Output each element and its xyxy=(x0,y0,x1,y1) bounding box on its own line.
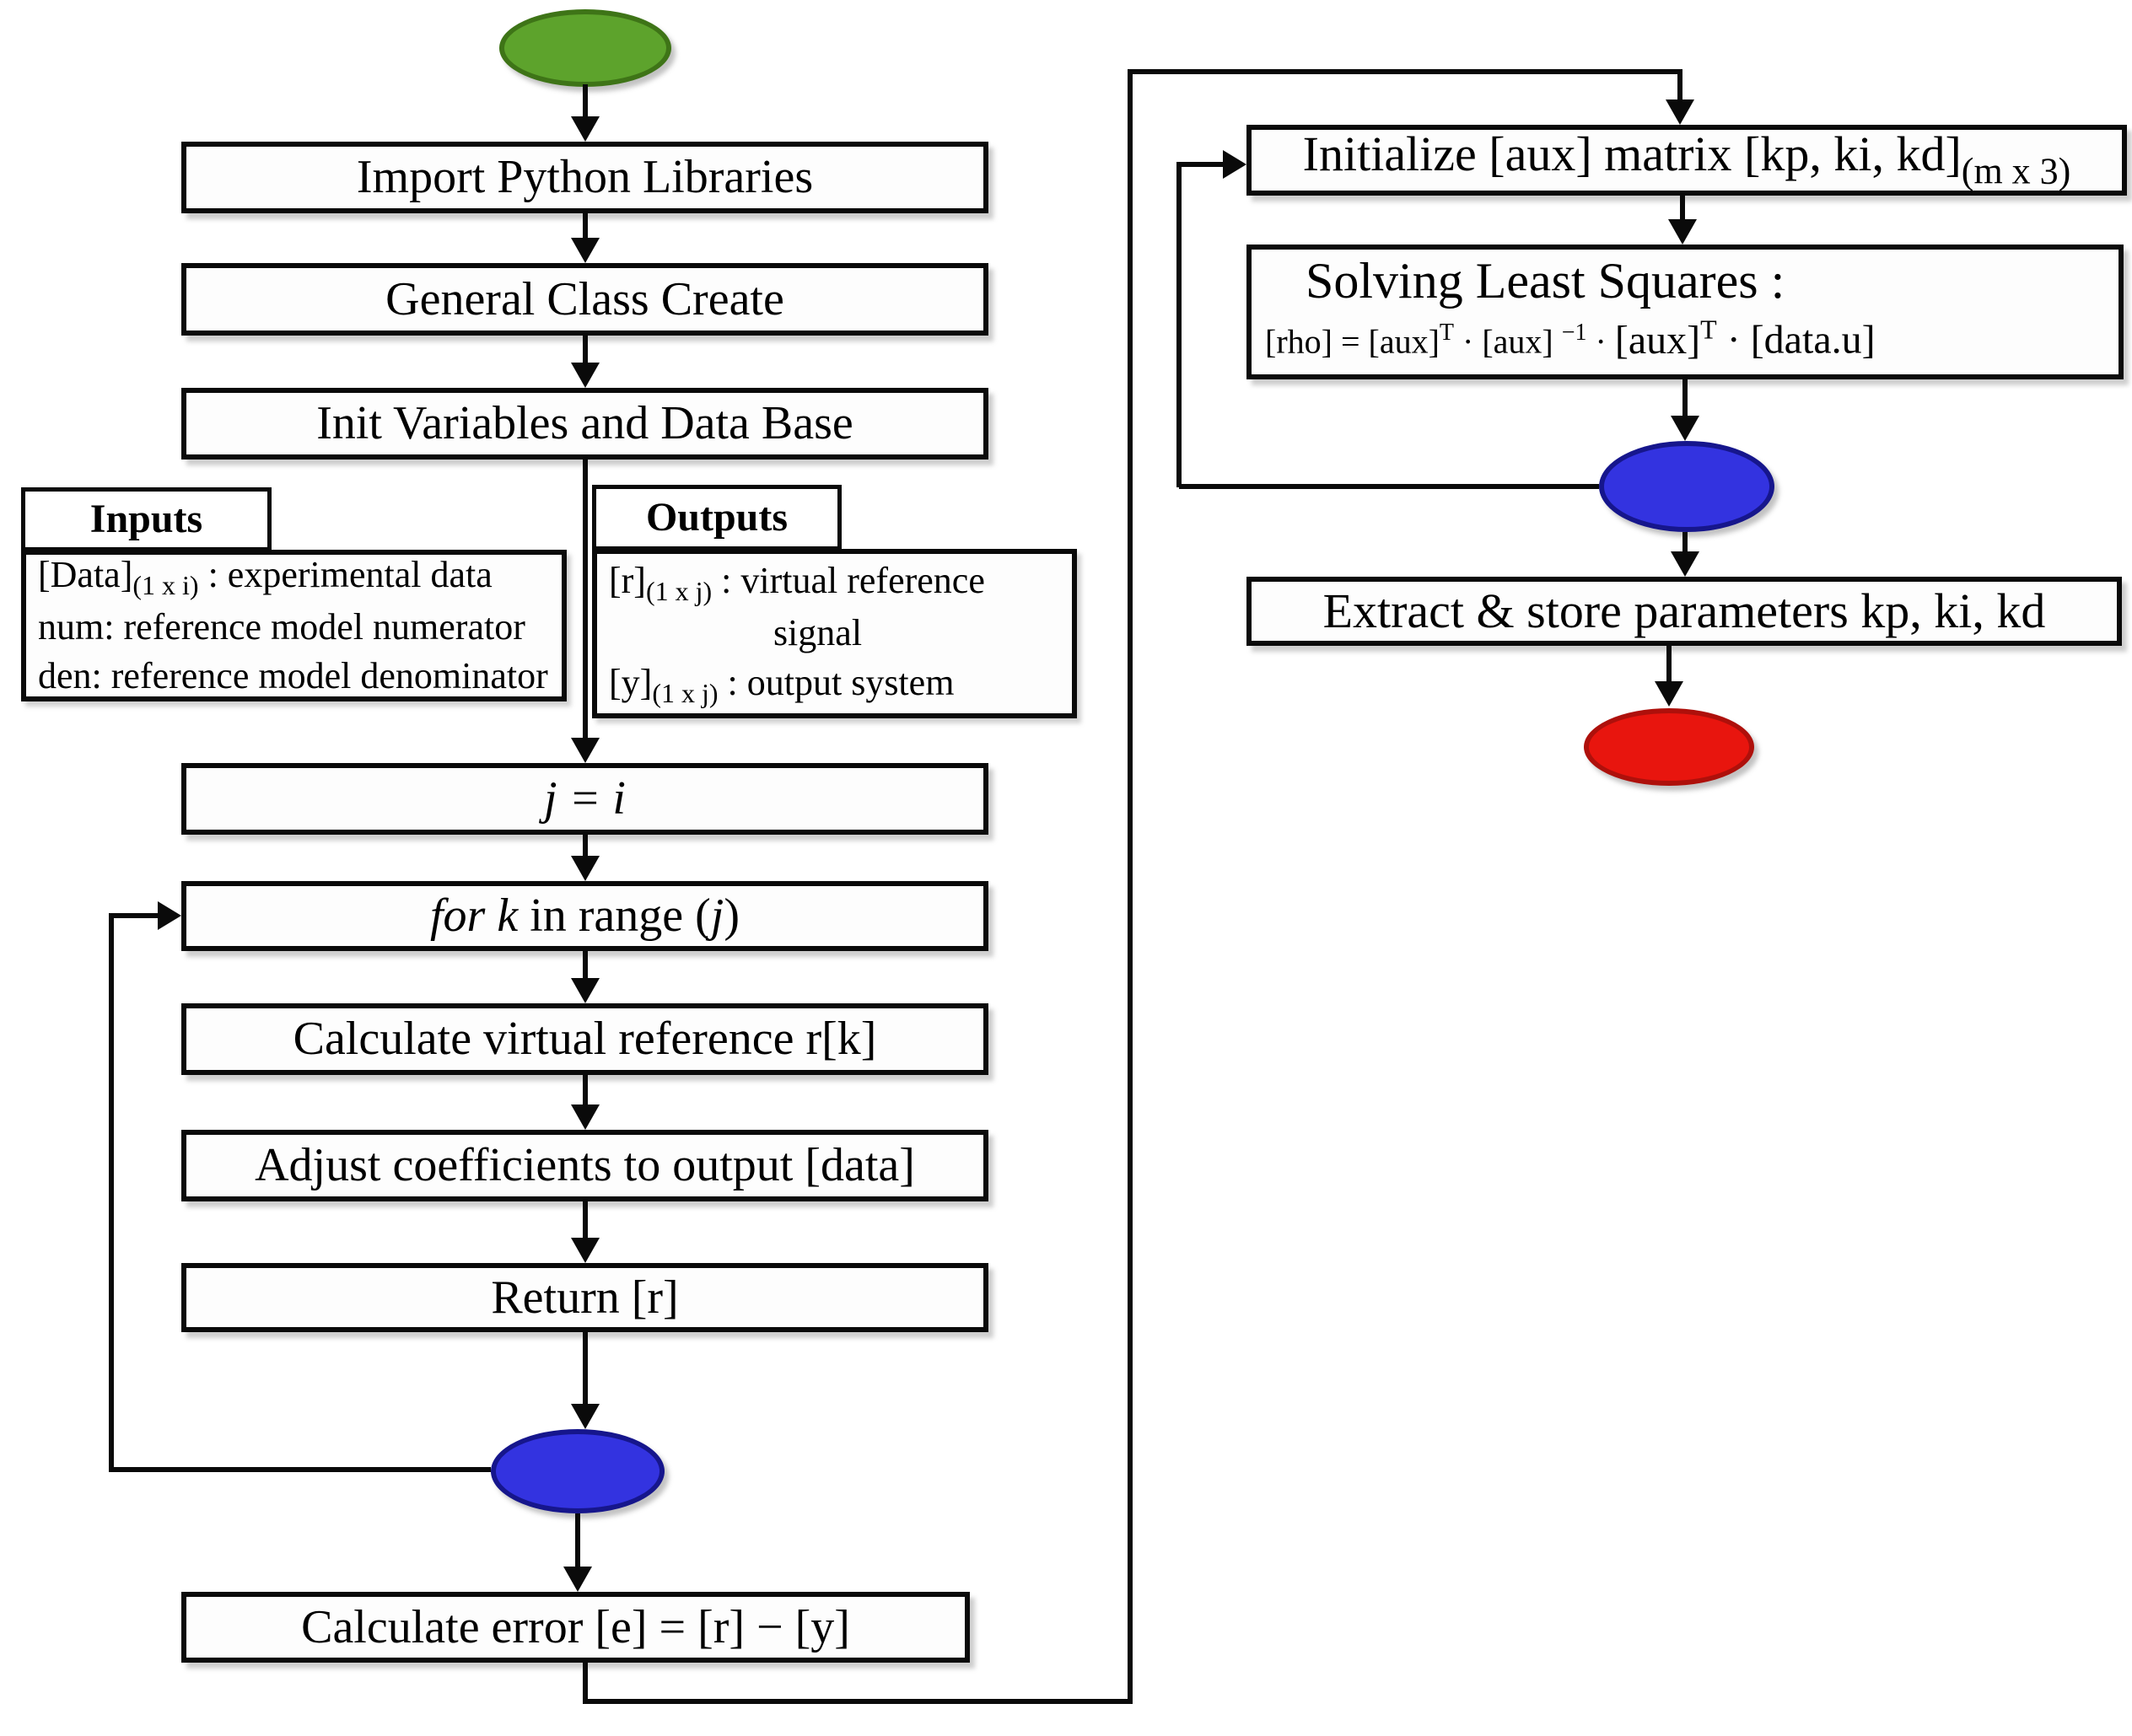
node-label: Import Python Libraries xyxy=(356,151,814,204)
connector-solving-to-loopright xyxy=(1682,379,1688,419)
arrowhead-down-icon xyxy=(1671,416,1699,441)
node-label: Init Variables and Data Base xyxy=(316,397,853,450)
connector-into-initialize xyxy=(1677,69,1682,103)
node-label: for k in range (j) xyxy=(429,889,740,943)
node-title: Solving Least Squares : xyxy=(1306,253,1785,309)
connector-return-to-loopleft xyxy=(583,1332,588,1407)
connector-adjust-to-return xyxy=(583,1201,588,1241)
connector-calcerror-down xyxy=(583,1663,588,1704)
outputs-body: [r](1 x j) : virtual reference signal [y… xyxy=(592,549,1077,718)
arrowhead-down-icon xyxy=(571,1404,600,1429)
outputs-line-signal: signal xyxy=(773,612,863,654)
least-squares-formula: [rho] = [aux]T · [aux] −1 · [aux]T · [da… xyxy=(1265,314,1876,363)
arrowhead-down-icon xyxy=(1671,551,1699,577)
connector-loopleft-to-calcerror xyxy=(575,1513,580,1570)
connector-general-to-init xyxy=(583,336,588,364)
connector-forloop-to-calcref xyxy=(583,951,588,981)
loopback-right-horizontal-top xyxy=(1179,162,1223,167)
node-calculate-error: Calculate error [e] = [r] − [y] xyxy=(181,1592,970,1663)
node-label: Adjust coefficients to output [data] xyxy=(255,1139,915,1192)
node-extract-store-parameters: Extract & store parameters kp, ki, kd xyxy=(1246,577,2122,646)
arrowhead-down-icon xyxy=(571,1238,600,1263)
arrowhead-down-icon xyxy=(1655,681,1683,707)
inputs-line-num: num: reference model numerator xyxy=(38,606,525,648)
arrowhead-down-icon xyxy=(571,856,600,881)
node-import-python-libraries: Import Python Libraries xyxy=(181,142,988,213)
loop-connector-left xyxy=(491,1429,665,1513)
loopback-left-vertical xyxy=(109,913,114,1472)
arrowhead-right-icon xyxy=(1223,150,1246,179)
loopback-left-horizontal-top xyxy=(111,913,158,918)
arrowhead-down-icon xyxy=(1668,219,1697,245)
node-label: Calculate virtual reference r[k] xyxy=(293,1013,877,1066)
node-label: j = i xyxy=(544,772,626,825)
connector-extract-to-end xyxy=(1666,646,1672,685)
loopback-right-horizontal-bottom xyxy=(1179,484,1599,489)
arrowhead-down-icon xyxy=(571,238,600,263)
node-label: General Class Create xyxy=(385,272,784,325)
inputs-line-data: [Data](1 x i) : experimental data xyxy=(38,553,493,600)
node-label: Calculate error [e] = [r] − [y] xyxy=(301,1600,850,1653)
loop-connector-right xyxy=(1599,441,1774,532)
node-for-loop: for k in range (j) xyxy=(181,881,988,951)
outputs-line-y: [y](1 x j) : output system xyxy=(609,661,955,708)
arrowhead-right-icon xyxy=(158,901,181,930)
node-return-r: Return [r] xyxy=(181,1263,988,1332)
arrowhead-down-icon xyxy=(563,1567,592,1592)
outputs-line-r: [r](1 x j) : virtual reference xyxy=(609,560,985,607)
node-adjust-coefficients: Adjust coefficients to output [data] xyxy=(181,1130,988,1201)
outputs-tab: Outputs xyxy=(592,485,842,551)
arrowhead-down-icon xyxy=(571,116,600,142)
node-solving-least-squares: Solving Least Squares : [rho] = [aux]T ·… xyxy=(1246,245,2124,379)
connector-initialize-to-solving xyxy=(1680,196,1685,223)
inputs-body: [Data](1 x i) : experimental data num: r… xyxy=(21,550,567,701)
node-general-class-create: General Class Create xyxy=(181,263,988,336)
connector-jequalsi-to-forloop xyxy=(583,835,588,859)
connector-start-to-import xyxy=(583,84,588,120)
inputs-title: Inputs xyxy=(89,496,203,541)
loopback-right-vertical xyxy=(1176,162,1182,487)
connector-top-horizontal xyxy=(1128,69,1680,74)
arrowhead-down-icon xyxy=(1666,99,1694,125)
node-label: Initialize [aux] matrix [kp, ki, kd](m x… xyxy=(1302,126,2071,192)
arrowhead-down-icon xyxy=(571,738,600,763)
arrowhead-down-icon xyxy=(571,363,600,388)
node-calc-virtual-reference: Calculate virtual reference r[k] xyxy=(181,1003,988,1075)
arrowhead-down-icon xyxy=(571,1104,600,1130)
inputs-line-den: den: reference model denominator xyxy=(38,655,548,697)
connector-calcref-to-adjust xyxy=(583,1075,588,1108)
outputs-title: Outputs xyxy=(645,494,789,540)
connector-bottom-horizontal xyxy=(583,1699,1133,1704)
node-label: Return [r] xyxy=(491,1271,679,1324)
node-init-variables-database: Init Variables and Data Base xyxy=(181,388,988,460)
node-label: Extract & store parameters kp, ki, kd xyxy=(1322,583,2046,638)
inputs-tab: Inputs xyxy=(21,487,272,551)
connector-import-to-general xyxy=(583,213,588,241)
loopback-left-horizontal-bottom xyxy=(111,1467,491,1472)
node-initialize-aux-matrix: Initialize [aux] matrix [kp, ki, kd](m x… xyxy=(1246,125,2127,196)
arrowhead-down-icon xyxy=(571,978,600,1003)
connector-init-to-jequalsi xyxy=(583,460,588,741)
node-j-equals-i: j = i xyxy=(181,763,988,835)
start-terminator xyxy=(499,9,671,87)
end-terminator xyxy=(1584,708,1754,786)
connector-loopright-to-extract xyxy=(1682,532,1688,555)
connector-right-vertical-up xyxy=(1128,72,1133,1704)
